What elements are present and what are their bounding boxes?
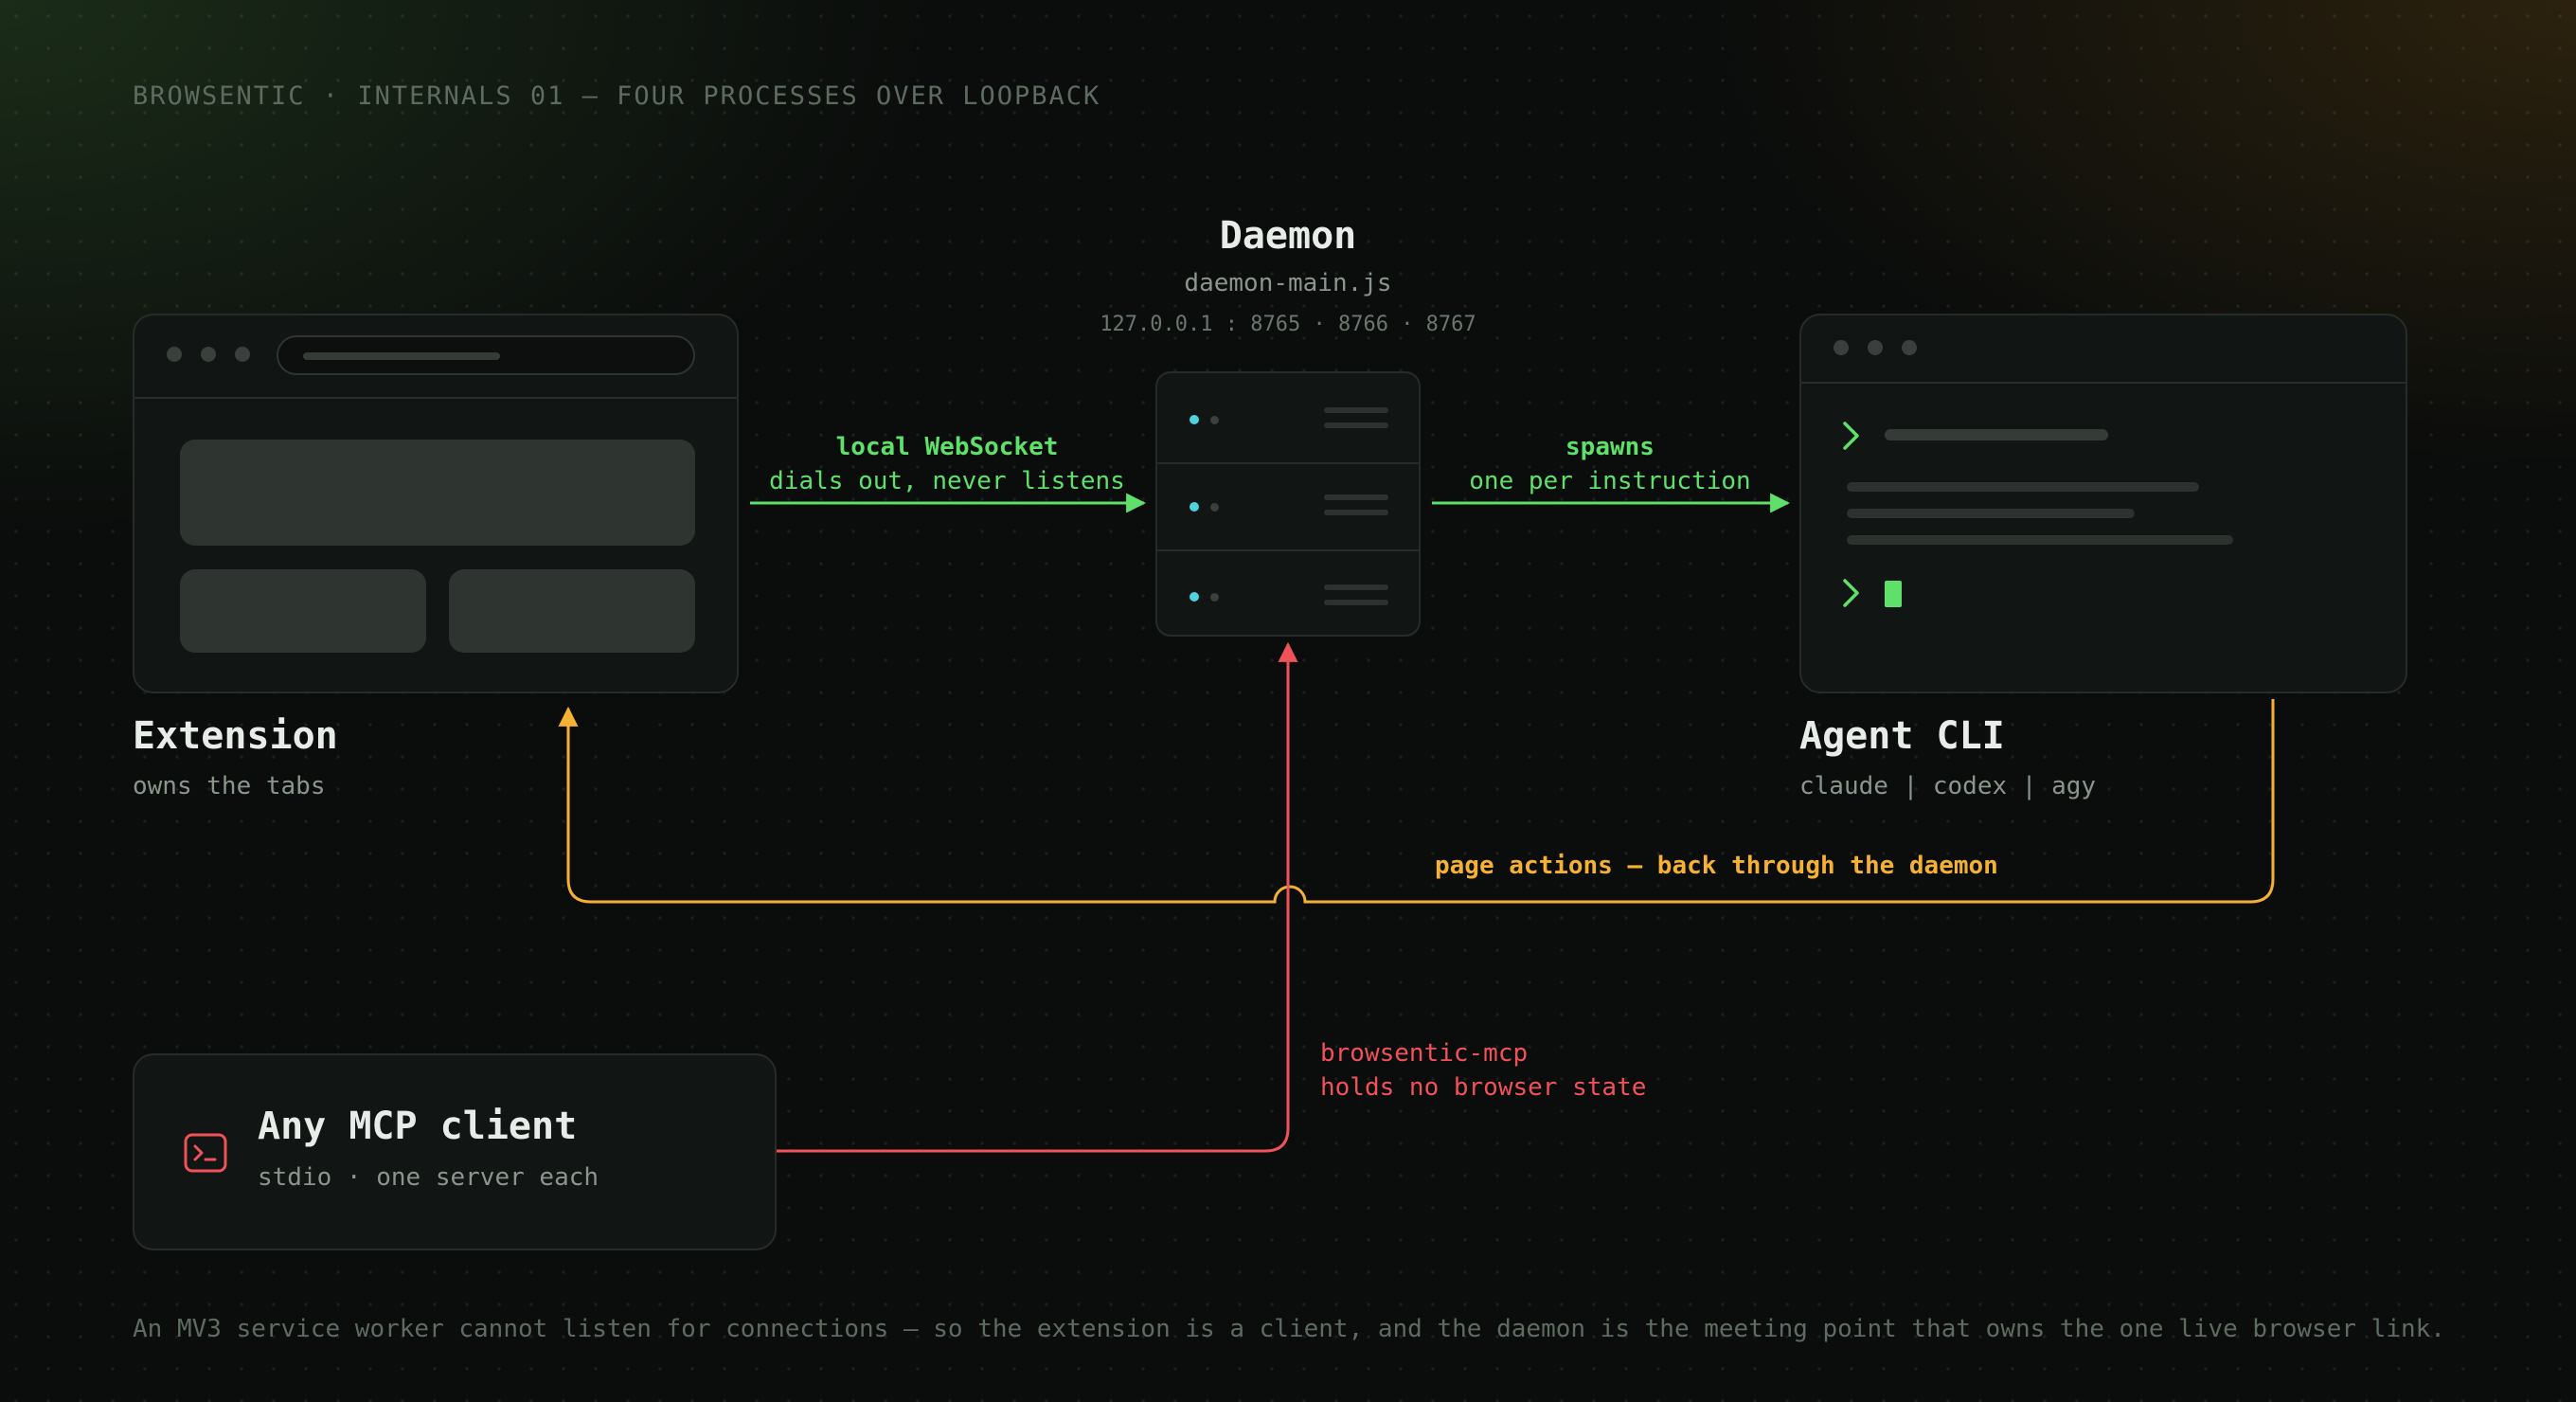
link-label-mcp: browsentic-mcp holds no browser state xyxy=(1320,1036,1646,1105)
mcp-client-card: Any MCP client stdio · one server each xyxy=(133,1053,777,1250)
terminal-toolbar-divider xyxy=(1801,382,2406,384)
window-dot xyxy=(1902,340,1917,355)
address-bar xyxy=(277,335,695,375)
vent-line xyxy=(1324,510,1388,515)
window-dot xyxy=(201,347,216,362)
extension-browser-card xyxy=(133,314,739,693)
link-label-websocket: local WebSocket dials out, never listens xyxy=(758,430,1136,498)
server-unit xyxy=(1157,373,1419,464)
window-dot xyxy=(1868,340,1883,355)
vent-line xyxy=(1324,494,1388,500)
prompt-chevron-icon xyxy=(1843,579,1859,607)
vent-line xyxy=(1324,584,1388,590)
mcp-client-title: Any MCP client xyxy=(258,1105,578,1148)
output-line-placeholder xyxy=(1847,535,2233,545)
prompt-chevron-icon xyxy=(1843,422,1859,450)
arrow-agent-to-extension xyxy=(558,699,2275,904)
footer-note: An MV3 service worker cannot listen for … xyxy=(133,1315,2445,1343)
content-block-right xyxy=(449,569,695,653)
daemon-ports: 127.0.0.1 : 8765 · 8766 · 8767 xyxy=(1100,313,1476,336)
vent-line xyxy=(1324,600,1388,605)
arrow-mcp-to-daemon xyxy=(777,641,1298,1153)
server-unit xyxy=(1157,551,1419,635)
browser-toolbar-divider xyxy=(134,397,737,399)
link-label-page-actions: page actions — back through the daemon xyxy=(1435,852,1998,880)
command-line-placeholder xyxy=(1885,429,2108,440)
daemon-file: daemon-main.js xyxy=(1184,269,1392,297)
status-led xyxy=(1210,593,1219,602)
link-label-line: local WebSocket xyxy=(835,433,1059,461)
extension-subtitle: owns the tabs xyxy=(133,772,326,800)
terminal-icon xyxy=(184,1133,227,1173)
link-label-spawns: spawns one per instruction xyxy=(1440,430,1780,498)
status-led xyxy=(1190,502,1199,512)
content-block-hero xyxy=(180,440,695,546)
status-led xyxy=(1190,415,1199,424)
agent-terminal-card xyxy=(1799,314,2407,693)
link-label-line: holds no browser state xyxy=(1320,1073,1647,1102)
window-dot xyxy=(1834,340,1849,355)
mcp-client-subtitle: stdio · one server each xyxy=(258,1163,599,1192)
agent-subtitle: claude | codex | agy xyxy=(1799,772,2097,800)
output-line-placeholder xyxy=(1847,482,2199,492)
status-led xyxy=(1210,416,1219,424)
diagram-header: BROWSENTIC · INTERNALS 01 — FOUR PROCESS… xyxy=(133,81,1101,111)
address-bar-text-placeholder xyxy=(303,352,500,360)
extension-title: Extension xyxy=(133,714,338,758)
vent-line xyxy=(1324,407,1388,413)
server-unit xyxy=(1157,462,1419,551)
window-dot xyxy=(167,347,182,362)
link-label-line: spawns xyxy=(1565,433,1655,461)
vent-line xyxy=(1324,422,1388,428)
agent-title: Agent CLI xyxy=(1799,714,2005,758)
window-dot xyxy=(235,347,250,362)
link-label-line: one per instruction xyxy=(1469,467,1751,495)
terminal-cursor xyxy=(1885,581,1902,607)
link-label-line: browsentic-mcp xyxy=(1320,1039,1529,1068)
daemon-title: Daemon xyxy=(1219,214,1357,258)
status-led xyxy=(1210,503,1219,512)
status-led xyxy=(1190,592,1199,602)
link-label-line: dials out, never listens xyxy=(769,467,1125,495)
content-block-left xyxy=(180,569,426,653)
output-line-placeholder xyxy=(1847,509,2135,518)
daemon-server-card xyxy=(1155,371,1421,637)
